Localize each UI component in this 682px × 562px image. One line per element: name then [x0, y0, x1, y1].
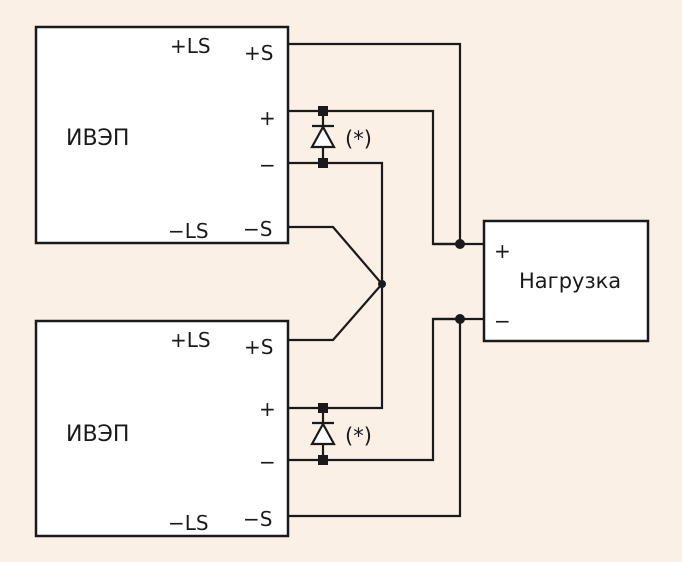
psu-bottom-minus-ls: −LS — [168, 511, 209, 535]
junction-dot — [378, 280, 386, 288]
wire-top-sense-plus — [288, 42, 462, 244]
diode-bottom-note: (*) — [345, 424, 372, 448]
junction-dot — [318, 158, 328, 168]
load-minus: − — [494, 309, 511, 333]
psu-bottom-minus: − — [259, 450, 276, 474]
psu-top-plus-ls: +LS — [170, 34, 211, 58]
wire-bottom-sense-minus — [288, 319, 462, 518]
junctions — [318, 106, 465, 465]
junction-dot — [318, 403, 328, 413]
psu-top-plus-s: +S — [244, 41, 273, 65]
psu-top-minus-ls: −LS — [168, 219, 209, 243]
junction-dot — [455, 314, 465, 324]
psu-bottom-plus-ls: +LS — [170, 328, 211, 352]
psu-bottom-plus: + — [259, 397, 276, 421]
wire-top-sense-minus — [288, 225, 383, 285]
load-plus: + — [494, 239, 511, 263]
psu-top-plus: + — [259, 106, 276, 130]
load-name: Нагрузка — [519, 269, 621, 293]
psu-bottom-name: ИВЭП — [66, 422, 129, 447]
load-box — [482, 219, 650, 343]
psu-top-name: ИВЭП — [66, 126, 129, 151]
psu-top-minus: − — [259, 153, 276, 177]
psu-bottom-minus-s: −S — [243, 507, 272, 531]
junction-dot — [455, 239, 465, 249]
psu-bottom-box — [34, 319, 290, 538]
psu-top-box — [34, 25, 290, 245]
diode-top-note: (*) — [345, 127, 372, 151]
diode-top — [310, 124, 336, 149]
psu-top-minus-s: −S — [243, 217, 272, 241]
junction-dot — [318, 455, 328, 465]
diode-bottom — [310, 421, 336, 446]
wire-bottom-sense-plus — [288, 283, 383, 342]
psu-bottom-plus-s: +S — [244, 335, 273, 359]
junction-dot — [318, 106, 328, 116]
